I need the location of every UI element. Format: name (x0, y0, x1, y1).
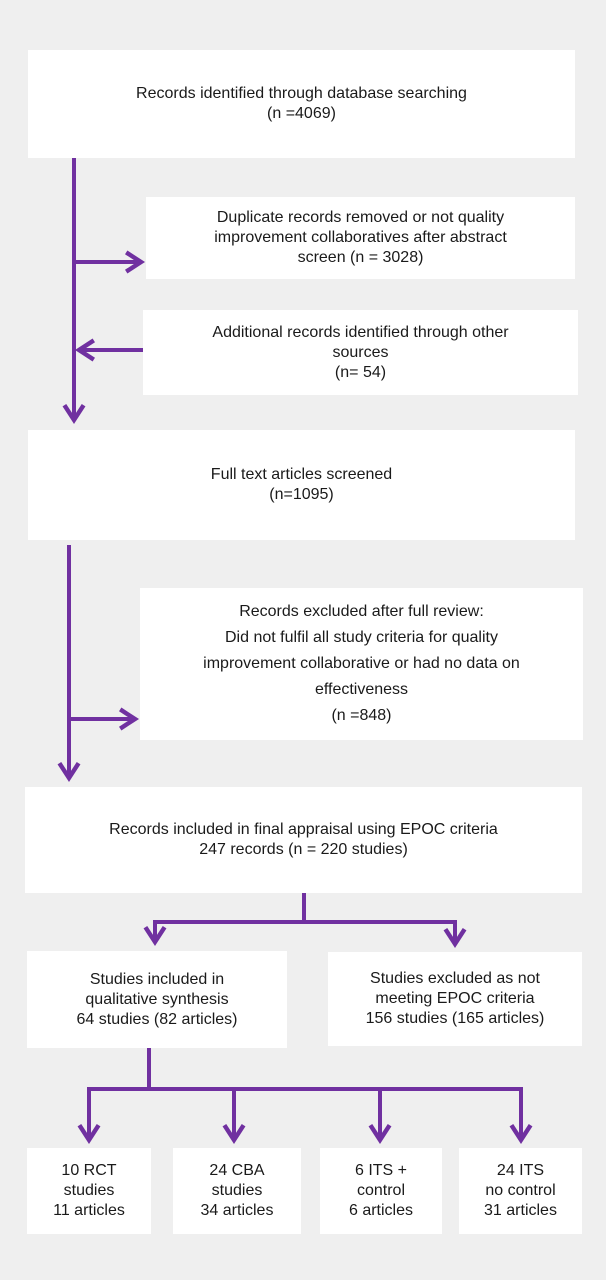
qualitative-line-1: Studies included in (89, 970, 225, 988)
box-qualitative-synthesis: Studies included in qualitative synthesi… (27, 951, 287, 1048)
split-connector-final (153, 893, 306, 940)
its-control-line-3: 6 articles (348, 1202, 414, 1219)
its-nocontrol-line-1: 24 ITS (496, 1162, 545, 1179)
connector-to-not-epoc (304, 920, 457, 930)
duplicates-line-3: screen (n = 3028) (297, 249, 424, 266)
box-records-identified: Records identified through database sear… (28, 50, 575, 158)
qualitative-line-3: 64 studies (82 articles) (76, 1010, 238, 1028)
box-excluded-full-review: Records excluded after full review: Did … (140, 588, 583, 740)
final-line-2: 247 records (n = 220 studies) (199, 841, 408, 858)
fulltext-line-2: (n=1095) (269, 486, 334, 503)
cba-line-1: 24 CBA (209, 1162, 265, 1179)
box-not-meeting-epoc: Studies excluded as not meeting EPOC cri… (328, 952, 582, 1046)
box-its-no-control: 24 ITS no control 31 articles (459, 1148, 582, 1234)
box-duplicates-removed: Duplicate records removed or not quality… (146, 197, 575, 279)
rct-line-1: 10 RCT (61, 1162, 117, 1179)
excluded-full-line-2: Did not fulfil all study criteria for qu… (224, 629, 498, 646)
not-epoc-line-2: meeting EPOC criteria (375, 990, 535, 1007)
its-control-line-1: 6 ITS + (354, 1162, 408, 1179)
additional-line-1: Additional records identified through ot… (212, 323, 509, 341)
duplicates-line-2: improvement collaboratives after abstrac… (214, 229, 507, 246)
records-identified-line-1: Records identified through database sear… (136, 85, 467, 102)
excluded-full-line-4: effectiveness (314, 681, 409, 698)
additional-line-2: sources (332, 343, 389, 361)
final-line-1: Records included in final appraisal usin… (109, 821, 498, 838)
duplicates-line-1: Duplicate records removed or not quality (216, 209, 505, 226)
box-rct: 10 RCT studies 11 articles (27, 1148, 151, 1234)
box-full-text-screened: Full text articles screened (n=1095) (28, 430, 575, 540)
rct-line-2: studies (63, 1182, 115, 1199)
cba-line-2: studies (211, 1182, 263, 1199)
not-epoc-line-1: Studies excluded as not (370, 970, 540, 987)
qualitative-line-2: qualitative synthesis (85, 990, 229, 1008)
excluded-full-line-1: Records excluded after full review: (239, 603, 484, 620)
box-additional-records: Additional records identified through ot… (143, 310, 578, 395)
box-final-appraisal: Records included in final appraisal usin… (25, 787, 582, 893)
excluded-full-line-3: improvement collaborative or had no data… (203, 655, 520, 672)
box-its-control: 6 ITS + control 6 articles (320, 1148, 442, 1234)
its-nocontrol-line-2: no control (485, 1182, 556, 1199)
excluded-full-line-5: (n =848) (331, 707, 392, 724)
not-epoc-line-3: 156 studies (165 articles) (365, 1010, 545, 1027)
its-control-line-2: control (356, 1182, 406, 1199)
rct-line-3: 11 articles (53, 1202, 125, 1219)
box-cba: 24 CBA studies 34 articles (173, 1148, 301, 1234)
records-identified-line-2: (n =4069) (267, 105, 336, 122)
its-nocontrol-line-3: 31 articles (484, 1202, 557, 1219)
additional-line-3: (n= 54) (334, 363, 387, 381)
cba-line-3: 34 articles (200, 1202, 274, 1219)
fulltext-line-1: Full text articles screened (210, 466, 393, 483)
